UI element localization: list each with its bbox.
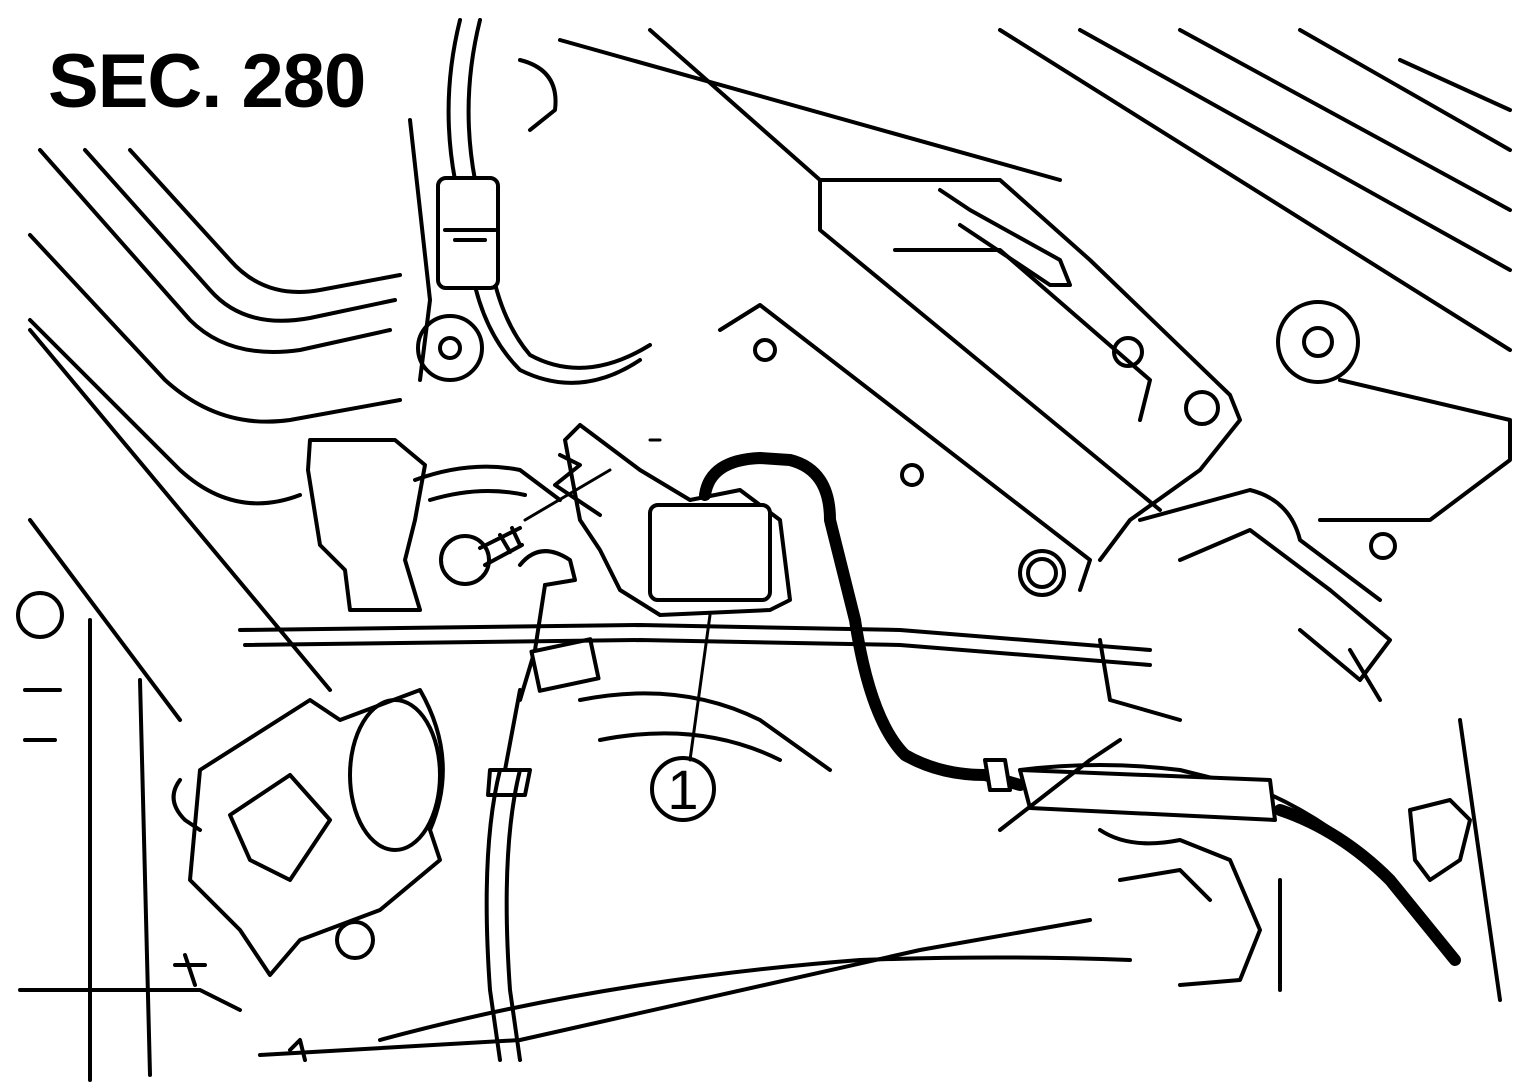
sensor-unit <box>523 423 792 617</box>
steering-column-bracket <box>648 28 1397 702</box>
callout-1-number: 1 <box>667 758 698 821</box>
section-label: SEC. 280 <box>48 39 366 124</box>
clip <box>518 549 601 702</box>
floor-frame <box>18 618 1502 1082</box>
upper-harness <box>436 18 652 385</box>
callout-1: 1 <box>650 613 716 822</box>
hinge-bracket <box>28 328 445 987</box>
sensor-harness <box>699 452 1472 966</box>
frame-upper-right <box>558 28 1512 522</box>
body-panel-upper-left <box>28 118 432 506</box>
grommet-holes <box>16 300 1360 960</box>
bolt <box>439 526 524 586</box>
mounting-bracket <box>306 438 562 612</box>
lower-harness <box>258 688 1132 1062</box>
callout-1-circle <box>650 756 716 822</box>
